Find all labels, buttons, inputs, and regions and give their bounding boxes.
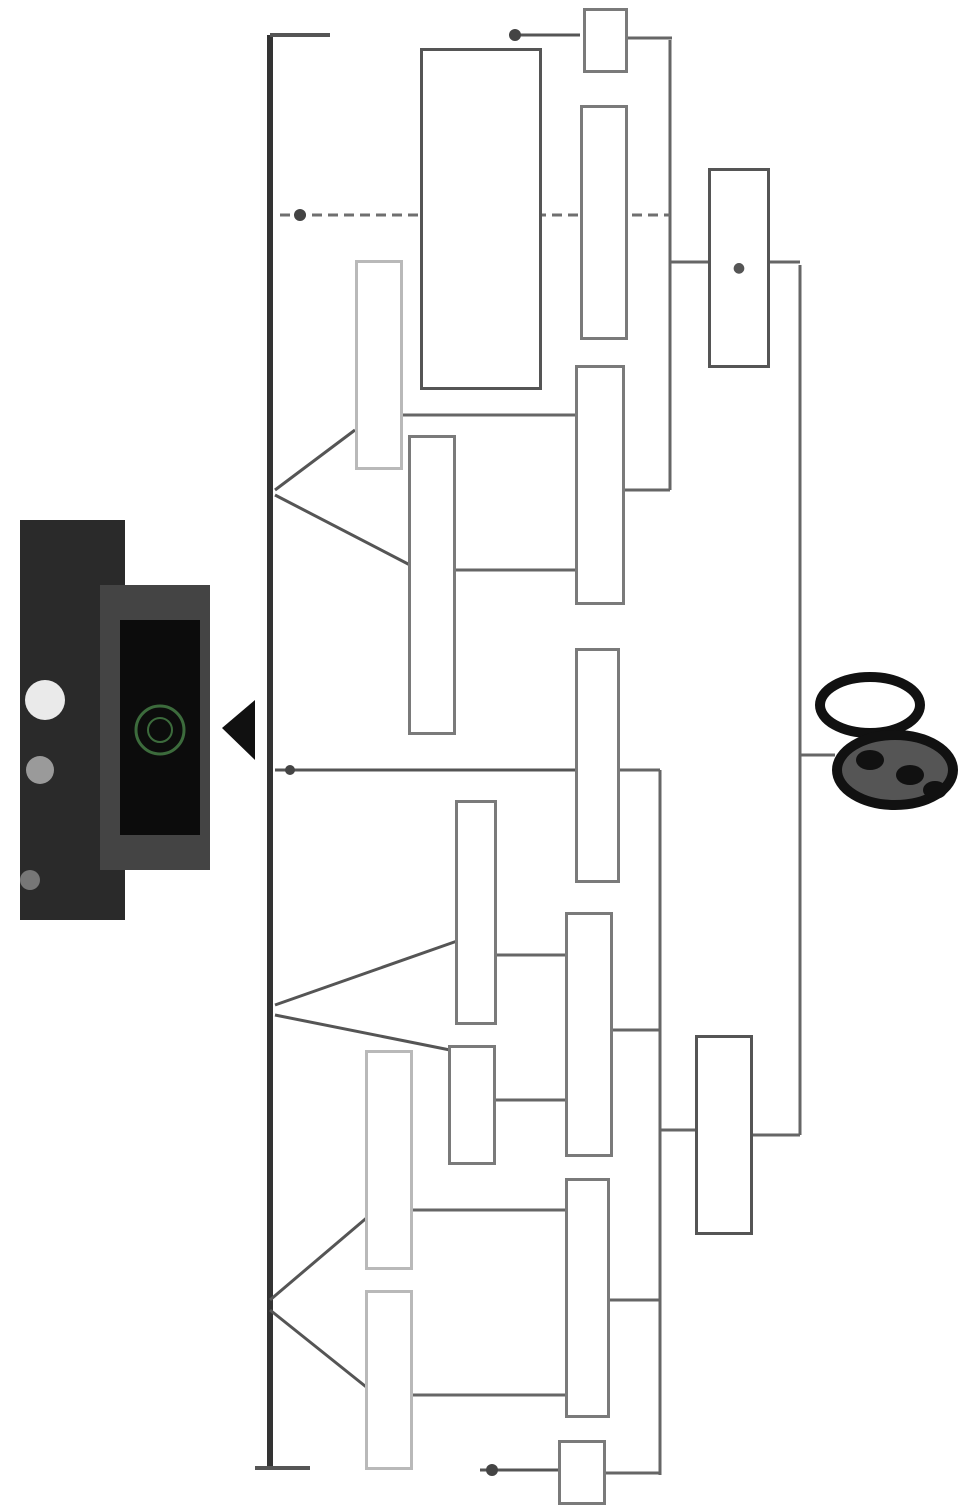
sensor-circle-icon: ● bbox=[733, 260, 745, 276]
box-sensor: ● bbox=[708, 168, 770, 368]
box-bottom-b bbox=[365, 1290, 413, 1470]
box-lower-1 bbox=[455, 800, 497, 1025]
box-dashed-group bbox=[420, 48, 542, 390]
box-bottom-small bbox=[558, 1440, 606, 1505]
box-right-low bbox=[695, 1035, 753, 1235]
box-right-bottom bbox=[565, 1178, 610, 1418]
monitor-display-icon bbox=[20, 520, 210, 920]
box-center bbox=[575, 648, 620, 883]
box-top-small bbox=[583, 8, 628, 73]
box-bottom-a bbox=[365, 1050, 413, 1270]
box-pair-b bbox=[408, 435, 456, 735]
box-top-mid bbox=[580, 105, 628, 340]
box-right-mid bbox=[565, 912, 613, 1157]
box-pair-a bbox=[355, 260, 403, 470]
box-right-top bbox=[575, 365, 625, 605]
box-lower-2 bbox=[448, 1045, 496, 1165]
monitor-arrow bbox=[222, 700, 255, 760]
tire-wheel-icon bbox=[820, 677, 953, 805]
